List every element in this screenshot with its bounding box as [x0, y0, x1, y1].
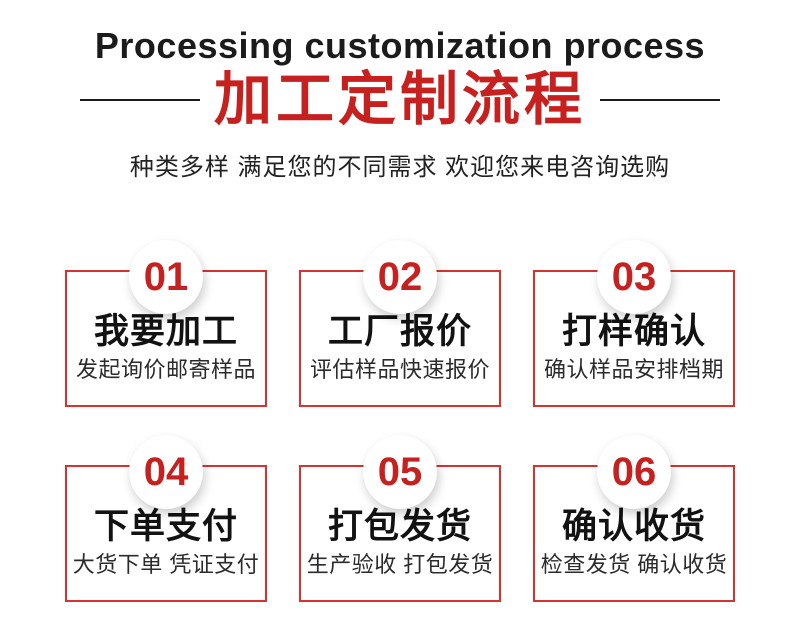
step-number-badge: 03 [597, 240, 671, 315]
step-number: 02 [377, 255, 423, 300]
step-content: 确认收货 检查发货 确认收货 [535, 509, 733, 576]
step-title: 打样确认 [561, 312, 706, 352]
step-content: 下单支付 大货下单 凭证支付 [67, 509, 265, 576]
step-description: 发起询价邮寄样品 [75, 357, 256, 383]
steps-grid: 01 我要加工 发起询价邮寄样品 02 工厂报价 评估样品快速报价 03 打样确… [0, 240, 800, 603]
step-number-badge: 04 [129, 435, 203, 510]
step-title: 确认收货 [561, 507, 706, 547]
step-card-4: 04 下单支付 大货下单 凭证支付 [65, 435, 267, 603]
step-description: 生产验收 打包发货 [306, 552, 494, 578]
step-number-badge: 06 [597, 435, 671, 510]
step-content: 工厂报价 评估样品快速报价 [301, 314, 499, 381]
step-number: 05 [377, 450, 423, 495]
step-card-6: 06 确认收货 检查发货 确认收货 [533, 435, 735, 603]
step-content: 打样确认 确认样品安排档期 [535, 314, 733, 381]
tagline: 种类多样 满足您的不同需求 欢迎您来电咨询选购 [129, 154, 671, 182]
step-title: 工厂报价 [327, 312, 472, 352]
step-title: 打包发货 [327, 507, 472, 547]
step-number-badge: 05 [363, 435, 437, 510]
step-number: 06 [611, 450, 657, 495]
step-card-1: 01 我要加工 发起询价邮寄样品 [65, 240, 267, 408]
step-number: 04 [143, 450, 189, 495]
title-divider-right [600, 99, 720, 102]
page-title: 加工定制流程 [213, 67, 586, 133]
step-title: 下单支付 [93, 507, 238, 547]
step-number: 03 [611, 255, 657, 300]
page-header: Processing customization process 加工定制流程 … [0, 0, 800, 182]
step-description: 评估样品快速报价 [309, 357, 490, 383]
step-title: 我要加工 [93, 312, 238, 352]
title-divider-left [79, 99, 200, 102]
main-title-row: 加工定制流程 [0, 71, 800, 129]
step-card-2: 02 工厂报价 评估样品快速报价 [299, 240, 501, 408]
step-content: 我要加工 发起询价邮寄样品 [67, 314, 265, 381]
step-number-badge: 01 [129, 240, 203, 315]
step-card-3: 03 打样确认 确认样品安排档期 [533, 240, 735, 408]
step-description: 检查发货 确认收货 [540, 552, 728, 578]
step-number-badge: 02 [363, 240, 437, 315]
step-number: 01 [143, 255, 189, 300]
step-content: 打包发货 生产验收 打包发货 [301, 509, 499, 576]
step-description: 确认样品安排档期 [543, 357, 724, 383]
step-description: 大货下单 凭证支付 [72, 552, 260, 578]
title-english: Processing customization process [94, 25, 706, 66]
step-card-5: 05 打包发货 生产验收 打包发货 [299, 435, 501, 603]
